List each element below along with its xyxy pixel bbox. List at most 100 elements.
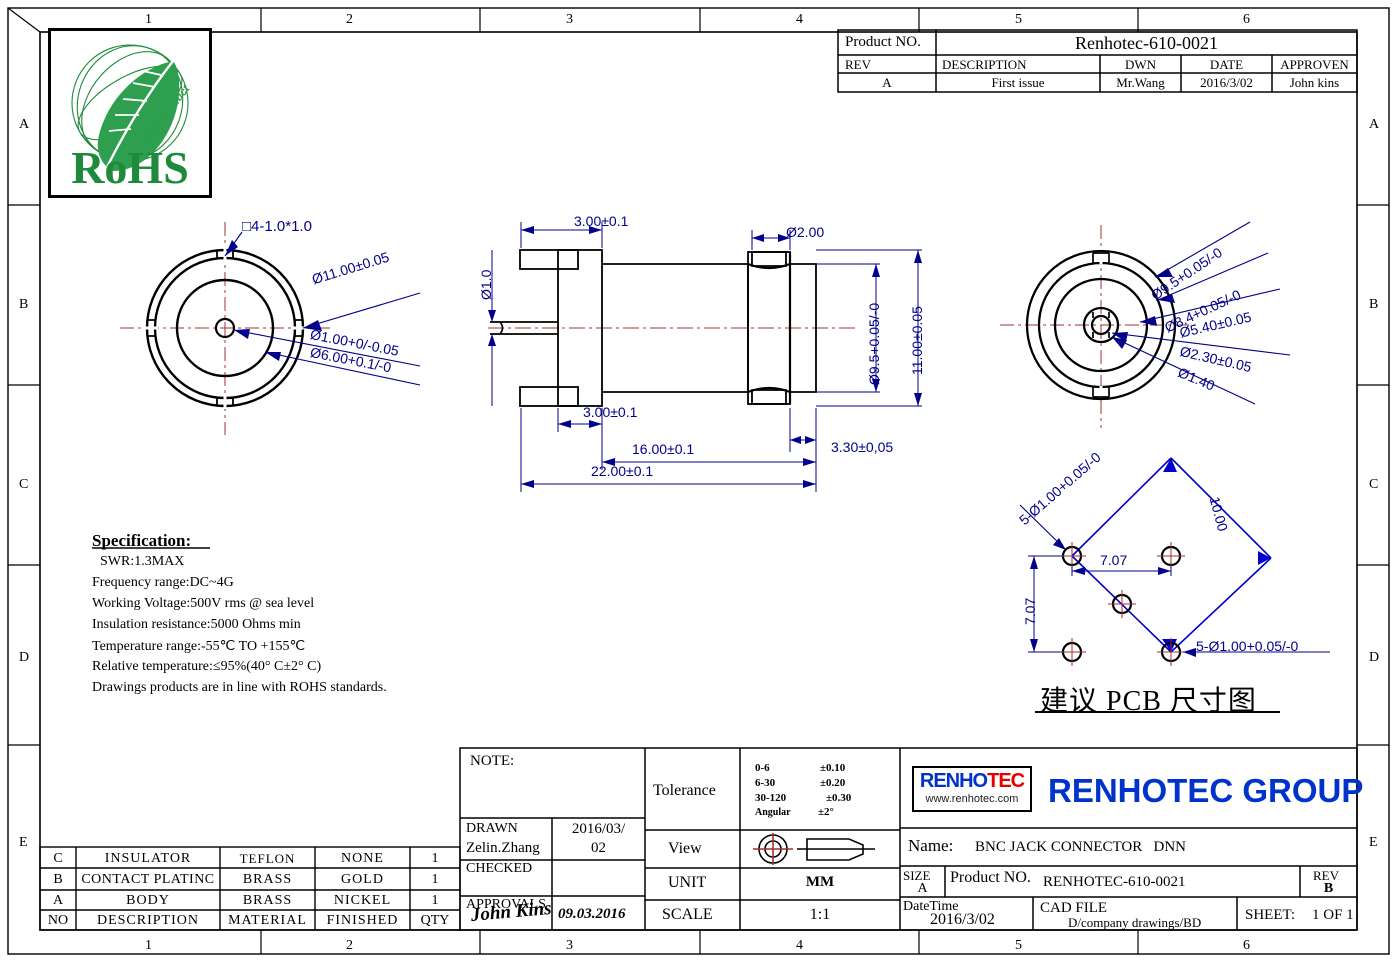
specification-line-5: Temperature range:-55℃ TO +155℃ (92, 639, 306, 654)
dim-section-body-length: 16.00±0.1 (632, 441, 695, 457)
title-cad-file-value: D/company drawings/BD (1068, 915, 1202, 930)
bom-col-no: NO (47, 913, 69, 928)
tolerance-row-3-range: Angular (755, 807, 791, 818)
bom-row-b-qty: 1 (431, 872, 439, 887)
bom-col-description: DESCRIPTION (96, 913, 199, 928)
pcb-view-title: 建议 PCB 尺寸图 (1040, 686, 1257, 717)
zone-top-4: 4 (796, 12, 803, 27)
title-name-value: BNC JACK CONNECTOR DNN (975, 839, 1186, 855)
zone-right-c: C (1369, 477, 1379, 492)
title-note-label: NOTE: (470, 753, 515, 769)
bom-col-finished: FINISHED (326, 913, 399, 928)
zone-right-d: D (1369, 650, 1380, 665)
dim-section-groove-width: Ø2.00 (786, 224, 825, 240)
dim-section-body-dia: Ø9.5+0.05/-0 (866, 302, 882, 385)
zone-left-b: B (19, 297, 29, 312)
bom-row-b-finished: GOLD (341, 872, 384, 887)
title-sheet-label: SHEET: (1245, 907, 1296, 923)
dim-pcb-pitch-h: 7.07 (1100, 552, 1128, 568)
bom-row-a-finished: NICKEL (333, 893, 392, 908)
bom-row-a-qty: 1 (431, 893, 439, 908)
revision-col-dwn: DWN (1124, 57, 1157, 72)
specification-heading: Specification: (92, 531, 192, 550)
bom-row-b-material: BRASS (242, 872, 293, 887)
zone-bottom-3: 3 (566, 938, 573, 953)
title-datetime-value: 2016/3/02 (930, 911, 995, 928)
title-product-no-value: RENHOTEC-610-0021 (1043, 874, 1186, 890)
renhotec-logo-url: www.renhotec.com (925, 793, 1019, 805)
bom-row-c-description: INSULATOR (104, 851, 192, 866)
tolerance-row-1-value: ±0.20 (820, 777, 846, 789)
dim-front-slots: □4-1.0*1.0 (242, 218, 312, 235)
specification-line-4: Insulation resistance:5000 Ohms min (92, 617, 301, 632)
specification-line-7: Drawings products are in line with ROHS … (92, 680, 387, 695)
bom-row-b-no: B (53, 872, 63, 887)
specification-line-1: SWR:1.3MAX (100, 554, 185, 569)
title-cad-file-label: CAD FILE (1040, 900, 1108, 916)
bom-row-a-material: BRASS (242, 893, 293, 908)
bom-col-material: MATERIAL (228, 913, 307, 928)
zone-top-6: 6 (1243, 12, 1250, 27)
dim-section-flange-top: 3.00±0.1 (574, 213, 629, 229)
renhotec-logo-wordmark: RENHOTEC (919, 770, 1025, 792)
zone-top-2: 2 (346, 12, 353, 27)
title-approvals-date: 09.03.2016 (558, 906, 626, 922)
title-drawn-name: Zelin.Zhang (466, 840, 540, 856)
zone-left-e: E (19, 835, 28, 850)
revision-product-no-label: Product NO. (845, 34, 921, 50)
zone-left-a: A (19, 117, 30, 132)
rohs-main-text: RoHS (71, 142, 189, 193)
front-view-geometry (120, 222, 421, 435)
dim-pcb-pitch-v: 7.07 (1022, 597, 1038, 625)
dim-pcb-hole-note-bottom: 5-Ø1.00+0.05/-0 (1196, 638, 1299, 654)
specification-line-6: Relative temperature:≤95%(40° C±2° C) (92, 659, 322, 674)
zone-bottom-5: 5 (1015, 938, 1022, 953)
tolerance-row-1-range: 6-30 (755, 777, 776, 789)
pcb-view-geometry (1019, 457, 1330, 713)
title-tolerance-label: Tolerance (653, 782, 716, 799)
zone-top-3: 3 (566, 12, 573, 27)
revision-col-rev: REV (845, 57, 871, 72)
renhotec-logo: RENHOTEC www.renhotec.com (912, 766, 1032, 812)
bom-row-b-description: CONTACT PLATINC (81, 872, 215, 887)
revision-row-rev: A (882, 75, 892, 90)
title-scale-label: SCALE (662, 906, 713, 923)
revision-col-date: DATE (1209, 57, 1244, 72)
dim-section-groove-pos: 3.30±0,05 (831, 439, 894, 455)
zone-right-e: E (1369, 835, 1378, 850)
dim-section-flange-dia: 11.00±0.05 (909, 306, 925, 375)
tolerance-row-0-value: ±0.10 (820, 762, 846, 774)
bom-col-qty: QTY (420, 913, 450, 928)
title-name-label: Name: (908, 836, 954, 855)
title-size-label: SIZE (903, 868, 931, 883)
specification-line-3: Working Voltage:500V rms @ sea level (92, 596, 315, 611)
title-sheet-value: 1 OF 1 (1312, 907, 1354, 923)
tolerance-row-3-value: ±2° (818, 806, 834, 818)
revision-row-dwn: Mr.Wang (1116, 75, 1165, 90)
bom-row-c-no: C (53, 851, 63, 866)
title-unit-value: MM (805, 874, 835, 890)
zone-right-a: A (1369, 117, 1380, 132)
tolerance-row-2-range: 30-120 (755, 792, 787, 804)
revision-col-approven: APPROVEN (1280, 57, 1349, 72)
dim-section-pin-dia: Ø1.0 (478, 269, 494, 300)
title-drawn-label: DRAWN (466, 821, 518, 836)
specification-line-2: Frequency range:DC~4G (92, 575, 234, 590)
title-checked-label: CHECKED (466, 861, 533, 876)
company-name: RENHOTEC GROUP (1048, 772, 1364, 809)
zone-bottom-1: 1 (145, 938, 152, 953)
zone-right-b: B (1369, 297, 1379, 312)
title-scale-value: 1:1 (809, 906, 831, 923)
rohs-logo: Green Product RoHS (48, 28, 212, 198)
title-rev-label: REV (1313, 868, 1339, 883)
zone-bottom-4: 4 (796, 938, 803, 953)
dim-section-flange-bot: 3.00±0.1 (583, 404, 638, 420)
zone-top-1: 1 (145, 12, 152, 27)
zone-bottom-2: 2 (346, 938, 353, 953)
section-view-geometry (488, 222, 922, 492)
zone-top-5: 5 (1015, 12, 1022, 27)
zone-bottom-6: 6 (1243, 938, 1250, 953)
rear-view-geometry (1000, 221, 1291, 428)
revision-col-description: DESCRIPTION (942, 57, 1027, 72)
title-drawn-date-line1: 2016/03/ (571, 821, 626, 837)
